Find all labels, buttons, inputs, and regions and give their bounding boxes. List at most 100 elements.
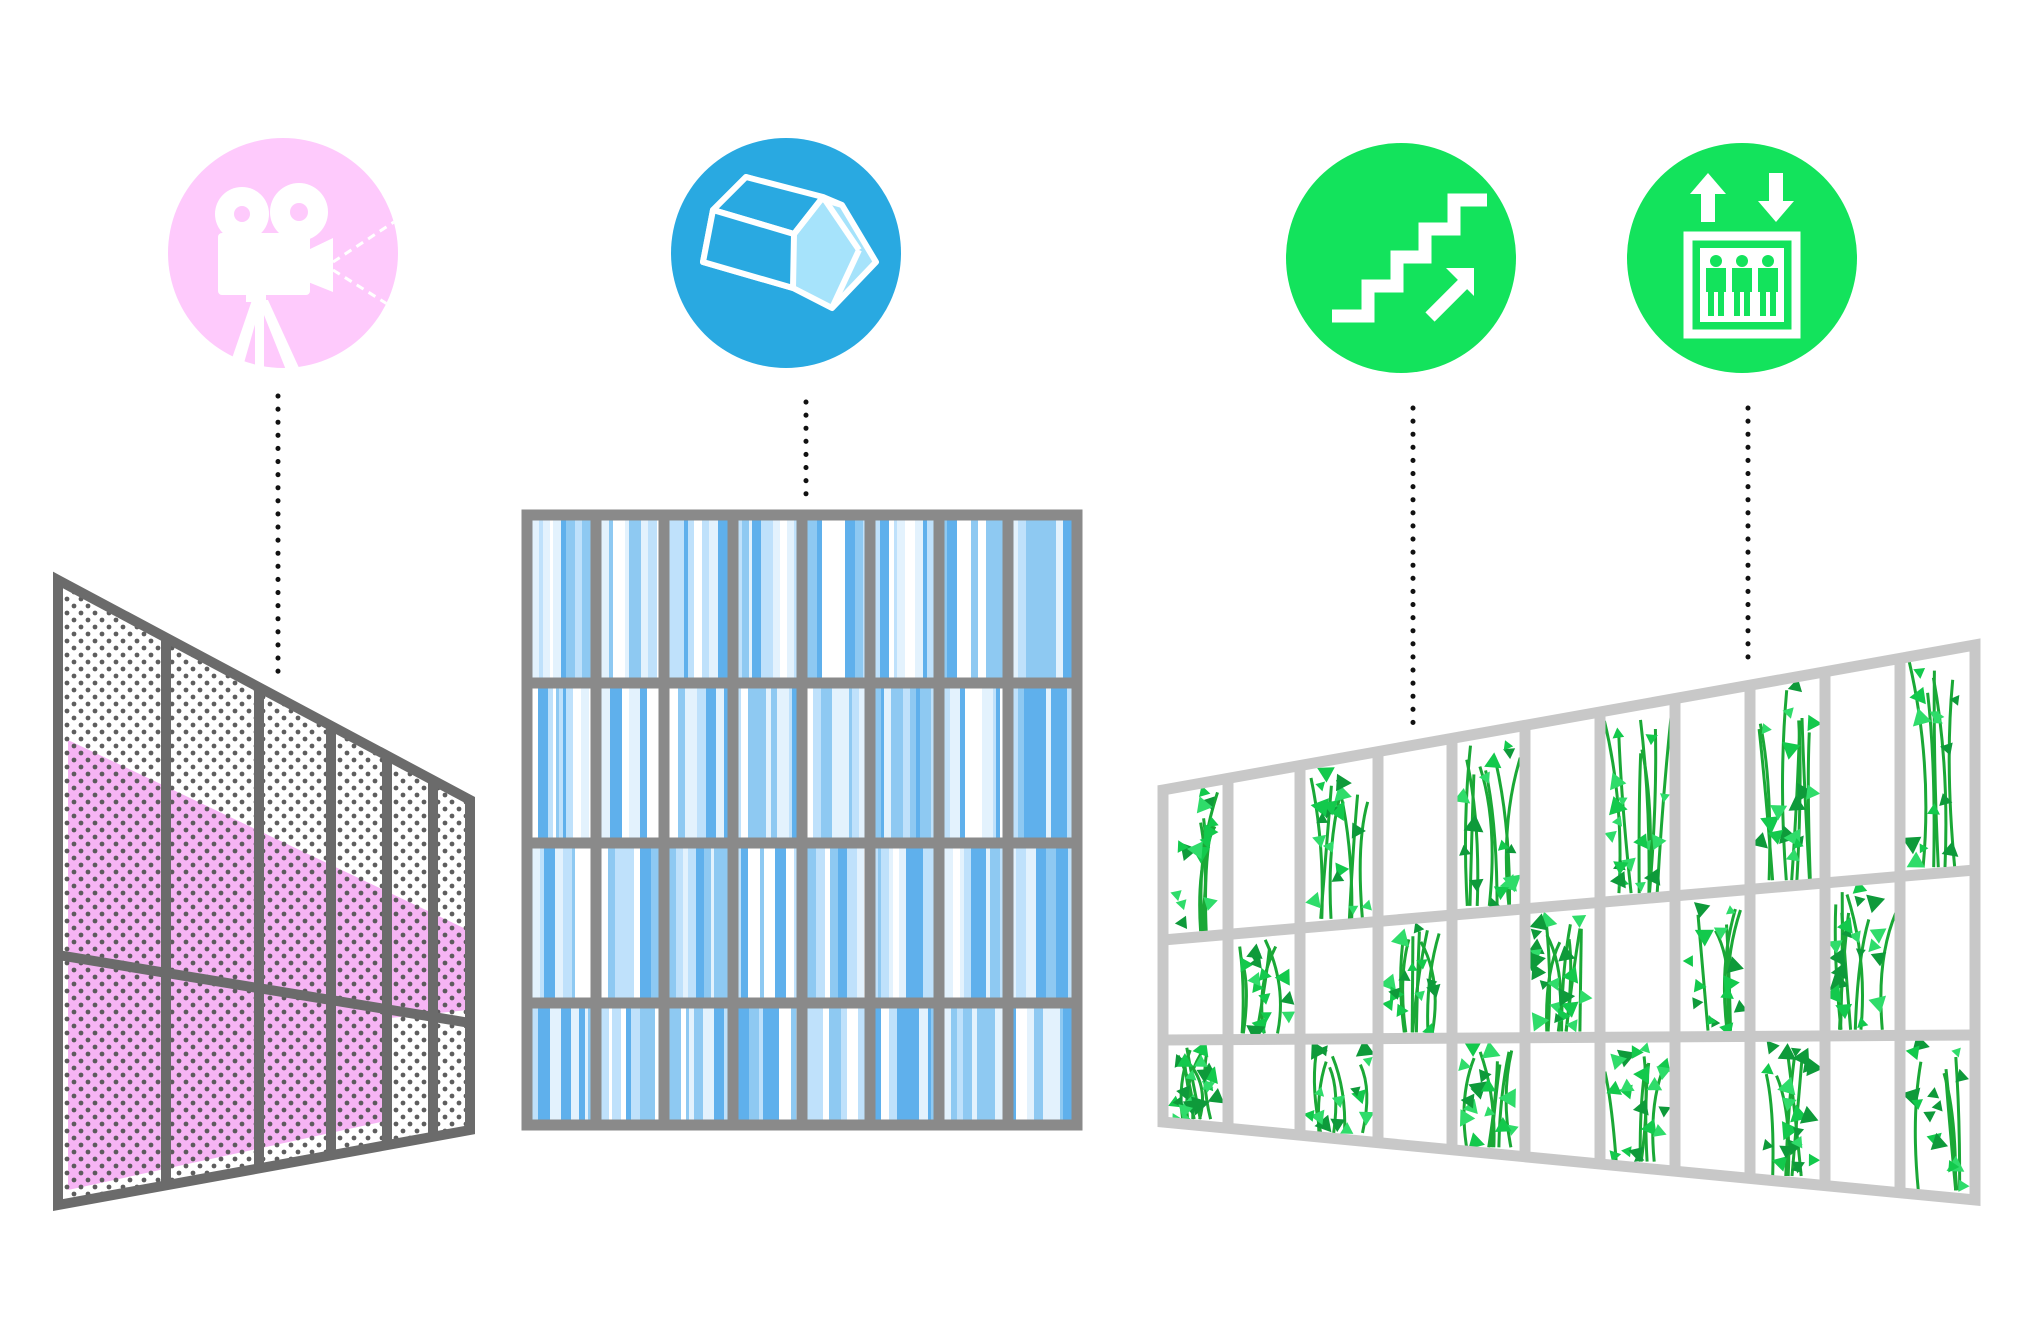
vine-leaf	[1633, 833, 1648, 849]
glass-stripe	[905, 520, 908, 678]
vine-leaf	[1459, 844, 1472, 856]
vine-leaf	[1955, 1068, 1969, 1083]
vine-leaf	[1609, 1150, 1622, 1163]
vine-leaf	[1869, 928, 1887, 944]
glass-stripe	[629, 520, 641, 678]
vine-leaf	[1788, 795, 1806, 811]
vine-leaf	[1939, 793, 1953, 807]
glass-stripe	[711, 848, 714, 998]
glass-stripe	[823, 1008, 829, 1120]
glass-stripe	[881, 848, 885, 998]
vine-leaf	[1335, 773, 1352, 792]
vine-leaf	[1782, 1097, 1797, 1112]
glass-stripe	[884, 688, 891, 838]
glass-stripe	[998, 1008, 1003, 1120]
vine-leaf	[1830, 961, 1848, 980]
glass-stripe	[741, 848, 748, 998]
glass-stripe	[822, 520, 833, 678]
glass-stripe	[609, 1008, 612, 1120]
glass-stripe	[555, 848, 563, 998]
glass-stripe	[651, 848, 659, 998]
vine-leaf	[1733, 999, 1748, 1013]
glass-stripe	[928, 1008, 931, 1120]
vine-leaf	[1310, 798, 1329, 818]
glass-stripe	[791, 1008, 796, 1120]
glass-stripe	[657, 688, 659, 838]
vine-stem	[1359, 1063, 1369, 1134]
glass-stripe	[738, 848, 741, 998]
glass-stripe	[708, 1008, 711, 1120]
glass-stripe	[794, 520, 797, 678]
vine-leaf	[1176, 1085, 1191, 1101]
vine-leaf	[1531, 963, 1547, 981]
glass-stripe	[859, 688, 865, 838]
projector-reel-hub-left	[234, 206, 250, 222]
vine-stem	[1331, 1055, 1347, 1133]
glass-stripe	[1027, 1008, 1034, 1120]
glass-stripe	[789, 688, 792, 838]
vine-leaf	[1196, 1069, 1212, 1083]
vine-leaf	[1829, 948, 1846, 967]
glass-stripe	[1013, 1008, 1016, 1120]
vine-leaf	[1610, 1053, 1627, 1071]
glass-stripe	[875, 520, 880, 678]
glass-stripe	[764, 848, 775, 998]
glass-stripe	[676, 848, 683, 998]
vine-leaf	[1829, 971, 1849, 991]
vine-leaf	[1643, 868, 1661, 886]
glass-stripe	[581, 848, 591, 998]
vine-leaf	[1414, 990, 1425, 1002]
glass-stripe	[964, 848, 971, 998]
connectors	[275, 393, 1751, 731]
glass-stripe	[696, 848, 704, 998]
glass-stripe	[817, 1008, 823, 1120]
glass-stripe	[711, 1008, 714, 1120]
vine-leaf	[1459, 1109, 1476, 1127]
vine-leaf	[1481, 1040, 1501, 1059]
vine-stem	[1954, 1056, 1962, 1191]
vine-stem	[1853, 918, 1871, 1030]
vine-stem	[1913, 1061, 1923, 1191]
glass-stripe	[629, 688, 640, 838]
glass-stripe	[738, 1008, 749, 1120]
vine-leaf	[1631, 1045, 1644, 1059]
vine-leaf	[1852, 879, 1868, 894]
vine-leaf	[1909, 686, 1926, 705]
vine-stem	[1879, 911, 1898, 1030]
vine-leaf	[1901, 836, 1922, 855]
glass-stripe	[1000, 688, 1003, 838]
vine-leaf	[1201, 1080, 1216, 1093]
glass-stripe	[714, 848, 721, 998]
glass-stripe	[757, 688, 766, 838]
vine-leaf	[1539, 980, 1550, 990]
glass-stripe	[749, 520, 752, 678]
vine-leaf	[1646, 1076, 1663, 1091]
glass-stripe	[775, 848, 786, 998]
glass-stripe	[563, 848, 572, 998]
glass-stripe	[1068, 848, 1072, 998]
glass-stripe	[706, 688, 716, 838]
vine-leaf	[1706, 1014, 1717, 1026]
glass-stripe	[976, 688, 982, 838]
vine-leaf	[1766, 1040, 1780, 1055]
vine-leaf	[1190, 1096, 1210, 1116]
glass-stripe	[575, 848, 581, 998]
vines	[1168, 661, 1970, 1192]
glass-stripe	[821, 688, 832, 838]
glass-stripe	[566, 520, 575, 678]
glass-stripe	[899, 848, 906, 998]
vine-leaf	[1170, 890, 1182, 902]
glass-stripe	[721, 848, 728, 998]
vine-stem	[1944, 1075, 1958, 1191]
glass-stripe	[697, 520, 702, 678]
vine-leaf	[1802, 1057, 1818, 1074]
glass-stripe	[585, 1008, 588, 1120]
glass-stripe	[855, 520, 863, 678]
glass-stripe	[968, 1008, 972, 1120]
glass-stripe	[838, 688, 849, 838]
vine-leaf	[1316, 812, 1329, 824]
vine-leaf	[1609, 796, 1628, 816]
glass-stripe	[709, 520, 718, 678]
vine-leaf	[1835, 1003, 1853, 1020]
glass-stripe	[678, 688, 685, 838]
